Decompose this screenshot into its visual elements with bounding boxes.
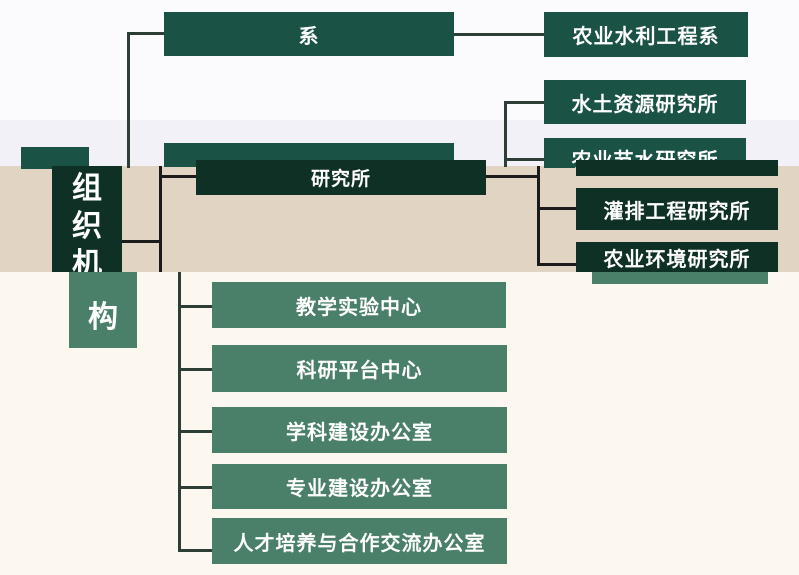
node-research-platform-label: 科研平台中心 [296,358,423,382]
connector-institute-branch [537,166,540,266]
node-inst-irrigation: 灌排工程研究所 [576,188,778,230]
node-teaching-center: 教学实验中心 [212,282,506,328]
root-char-1: 组 [72,171,102,206]
node-discipline-office: 学科建设办公室 [212,407,507,453]
connector-to-water-saving [504,158,544,161]
node-inst-environment-label: 农业环境研究所 [603,246,751,271]
root-node-fragment-top [21,147,89,169]
node-inst-irrigation-label: 灌排工程研究所 [603,198,751,223]
connector-dept-to-child [453,33,545,36]
root-node-fragment-bottom: 构 [69,272,137,348]
node-teaching-center-label: 教学实验中心 [296,294,422,319]
connector-to-discipline [178,430,213,433]
node-dept-child: 农业水利工程系 [544,12,748,57]
connector-to-institute [159,175,197,178]
connector-trunk-lower [178,272,181,552]
node-inst-water-soil: 水土资源研究所 [544,80,746,124]
connector-trunk-mid [159,166,162,272]
node-institute-label: 研究所 [310,168,371,190]
node-inst-environment: 农业环境研究所 [576,242,778,272]
node-research-platform: 科研平台中心 [212,345,507,392]
connector-trunk-upper [127,32,130,168]
connector-institute-out [484,175,538,178]
node-dept: 系 [164,12,454,56]
node-dept-label: 系 [298,23,320,48]
node-major-office-label: 专业建设办公室 [286,476,433,500]
connector-to-talent [178,549,213,552]
root-char-2: 织 [72,209,102,244]
connector-to-irrigation [537,207,577,210]
root-node: 组 织 机 [52,166,122,282]
connector-to-teaching [178,305,213,308]
node-major-office: 专业建设办公室 [212,464,507,509]
connector-to-platform [178,368,213,371]
node-discipline-office-label: 学科建设办公室 [286,419,433,444]
node-inst-water-soil-label: 水土资源研究所 [571,91,719,116]
connector-root-to-trunk [120,240,160,243]
node-institute: 研究所 [196,160,486,195]
node-talent-office-label: 人才培养与合作交流办公室 [233,530,486,555]
node-dept-child-label: 农业水利工程系 [572,24,720,48]
node-inst-water-saving-fragment [576,160,778,176]
node-inst-environment-fragment [592,272,768,284]
node-talent-office: 人才培养与合作交流办公室 [212,518,507,564]
connector-to-water-soil [504,101,544,104]
connector-to-major [178,486,213,489]
root-char-4: 构 [88,300,118,335]
connector-to-environment [537,263,577,266]
connector-inst-branch [504,101,507,167]
connector-to-dept [127,32,165,35]
